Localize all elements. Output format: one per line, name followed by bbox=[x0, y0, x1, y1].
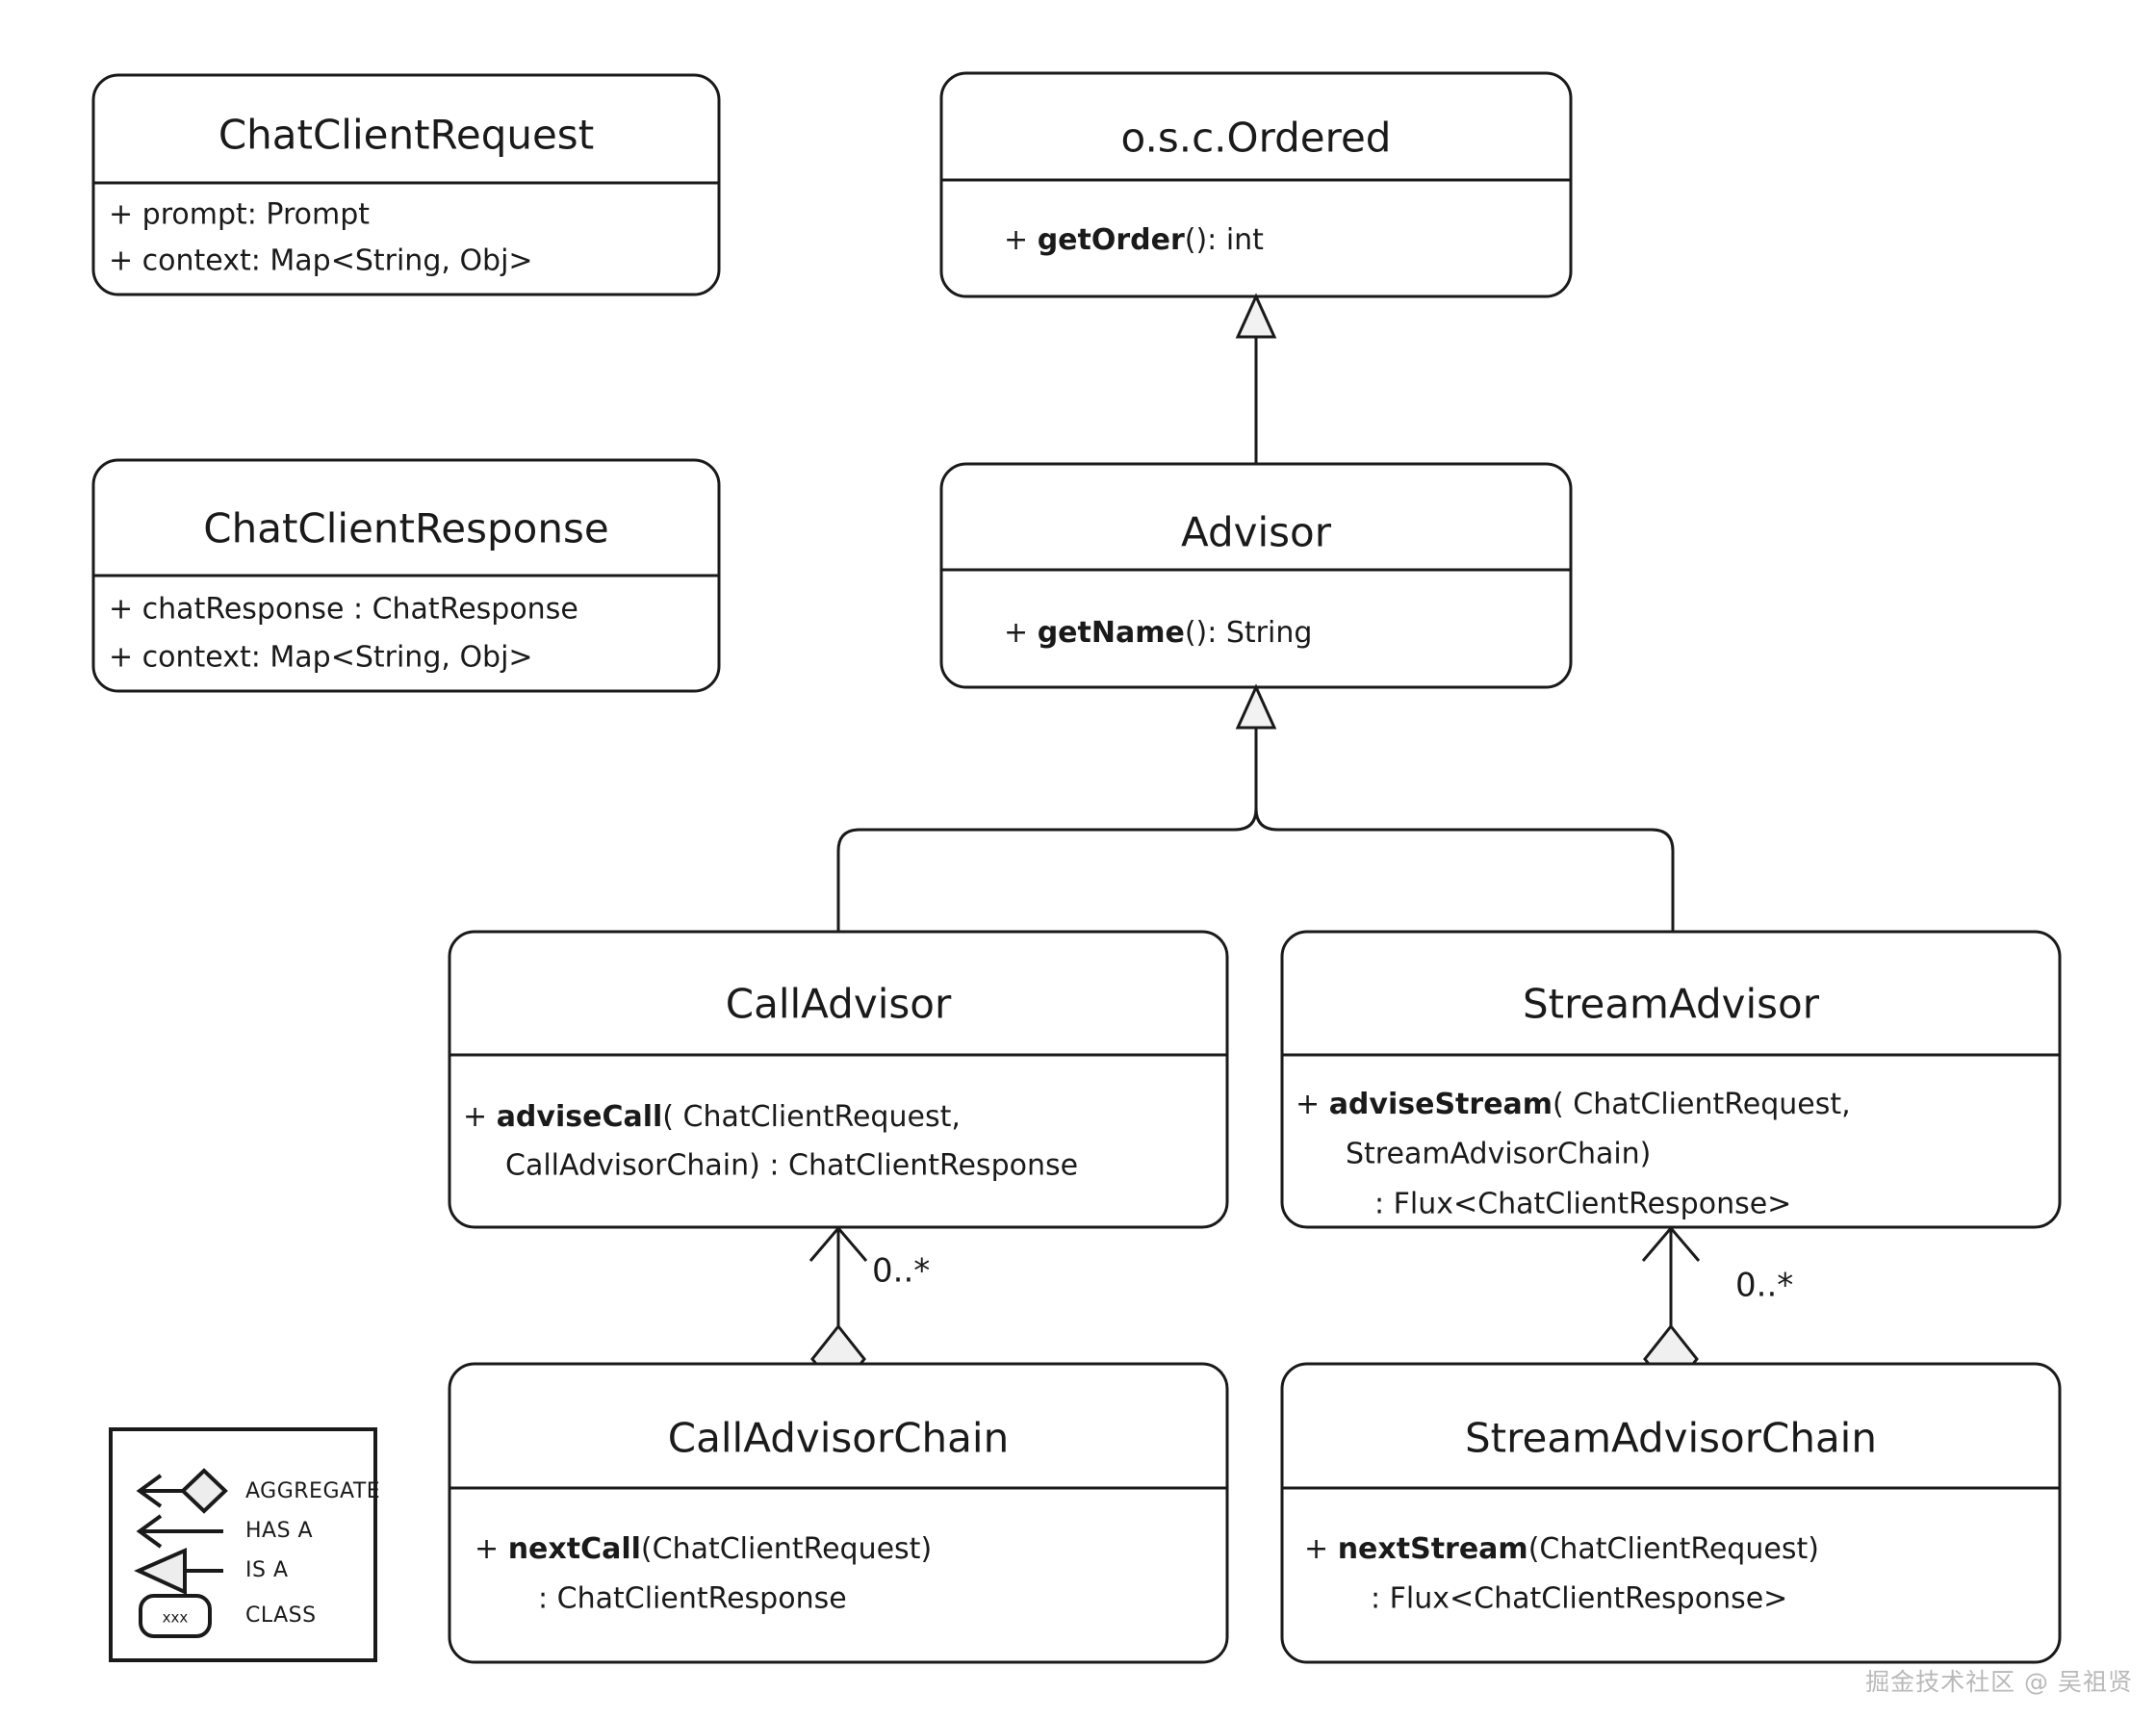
legend: AGGREGATE HAS A IS A xxx CLASS bbox=[109, 1427, 380, 1662]
multiplicity-label: 0..* bbox=[872, 1252, 930, 1291]
class-box-icon bbox=[139, 1594, 212, 1638]
legend-label: AGGREGATE bbox=[245, 1479, 380, 1503]
method-signature: (): String bbox=[1185, 616, 1313, 650]
method-signature: ( ChatClientRequest, bbox=[662, 1100, 961, 1134]
class-box-outline bbox=[939, 71, 1573, 298]
method-signature: (ChatClientRequest) bbox=[641, 1532, 932, 1566]
class-box-outline bbox=[1280, 1362, 2062, 1664]
class-method-continuation: CallAdvisorChain) : ChatClientResponse bbox=[505, 1149, 1078, 1183]
class-title: CallAdvisor bbox=[726, 981, 952, 1028]
is-a-triangle-arrow-icon bbox=[1235, 683, 1277, 730]
class-title: ChatClientResponse bbox=[203, 505, 608, 552]
class-node-stream-advisor[interactable]: StreamAdvisor + adviseStream( ChatClient… bbox=[1280, 930, 2062, 1229]
class-title: StreamAdvisorChain bbox=[1465, 1415, 1877, 1462]
class-method: + adviseCall( ChatClientRequest, bbox=[463, 1100, 961, 1134]
relationship-advisors-extend-advisor bbox=[836, 683, 1675, 932]
has-a-arrow-icon bbox=[808, 1225, 868, 1262]
class-node-stream-advisor-chain[interactable]: StreamAdvisorChain + nextStream(ChatClie… bbox=[1280, 1362, 2062, 1664]
class-box-sample-text: xxx bbox=[163, 1609, 189, 1627]
class-node-call-advisor-chain[interactable]: CallAdvisorChain + nextCall(ChatClientRe… bbox=[448, 1362, 1229, 1664]
class-method-continuation: : Flux<ChatClientResponse> bbox=[1374, 1188, 1791, 1221]
legend-item-aggregate: AGGREGATE bbox=[136, 1468, 380, 1514]
method-signature: ( ChatClientRequest, bbox=[1553, 1088, 1851, 1121]
class-method: + adviseStream( ChatClientRequest, bbox=[1296, 1088, 1851, 1121]
legend-label: CLASS bbox=[245, 1604, 317, 1628]
class-method: + getOrder(): int bbox=[1004, 223, 1264, 257]
class-box-outline bbox=[448, 1362, 1229, 1664]
relationship-advisor-extends-ordered bbox=[1235, 293, 1277, 464]
legend-item-has-a: HAS A bbox=[136, 1514, 313, 1549]
class-method: + getName(): String bbox=[1004, 616, 1312, 650]
class-box-outline bbox=[939, 462, 1573, 689]
method-name: getOrder bbox=[1038, 223, 1185, 257]
watermark: 掘金技术社区 @ 吴祖贤 bbox=[1865, 1668, 2133, 1696]
class-node-chat-client-response[interactable]: ChatClientResponse + chatResponse : Chat… bbox=[91, 458, 721, 693]
class-method-continuation: : Flux<ChatClientResponse> bbox=[1371, 1582, 1787, 1616]
class-method: + nextCall(ChatClientRequest) bbox=[475, 1532, 932, 1566]
class-box-outline bbox=[1280, 930, 2062, 1229]
method-signature: (): int bbox=[1185, 223, 1264, 257]
legend-item-class: xxx CLASS bbox=[139, 1594, 317, 1638]
method-name: adviseStream bbox=[1329, 1088, 1553, 1121]
method-signature: (ChatClientRequest) bbox=[1528, 1532, 1819, 1566]
aggregate-diamond-icon bbox=[180, 1468, 228, 1514]
has-a-arrow-icon bbox=[1641, 1225, 1701, 1262]
method-visibility: + bbox=[1004, 616, 1038, 650]
class-node-ordered[interactable]: o.s.c.Ordered + getOrder(): int bbox=[939, 71, 1573, 298]
is-a-triangle-arrow-icon bbox=[1235, 293, 1277, 339]
class-title: o.s.c.Ordered bbox=[1121, 115, 1392, 162]
method-name: nextStream bbox=[1338, 1532, 1528, 1566]
multiplicity-label: 0..* bbox=[1735, 1267, 1793, 1305]
class-box-outline bbox=[448, 930, 1229, 1229]
class-member: + context: Map<String, Obj> bbox=[109, 641, 533, 675]
class-method: + nextStream(ChatClientRequest) bbox=[1304, 1532, 1819, 1566]
method-name: getName bbox=[1038, 616, 1185, 650]
legend-label: IS A bbox=[245, 1558, 289, 1582]
class-member: + chatResponse : ChatResponse bbox=[109, 593, 578, 627]
method-visibility: + bbox=[475, 1532, 508, 1566]
fork-branch-right bbox=[1254, 728, 1675, 932]
class-title: Advisor bbox=[1181, 509, 1332, 556]
method-visibility: + bbox=[1004, 223, 1038, 257]
class-node-chat-client-request[interactable]: ChatClientRequest + prompt: Prompt + con… bbox=[91, 73, 721, 296]
legend-label: HAS A bbox=[245, 1519, 313, 1543]
class-member: + context: Map<String, Obj> bbox=[109, 244, 533, 278]
method-visibility: + bbox=[1296, 1088, 1329, 1121]
class-title: ChatClientRequest bbox=[218, 112, 594, 159]
class-member: + prompt: Prompt bbox=[109, 198, 370, 232]
legend-item-is-a: IS A bbox=[134, 1547, 289, 1596]
class-node-advisor[interactable]: Advisor + getName(): String bbox=[939, 462, 1573, 689]
class-method-continuation: StreamAdvisorChain) bbox=[1346, 1138, 1651, 1171]
method-name: adviseCall bbox=[497, 1100, 663, 1134]
class-title: CallAdvisorChain bbox=[668, 1415, 1009, 1462]
class-method-continuation: : ChatClientResponse bbox=[538, 1582, 847, 1616]
method-visibility: + bbox=[1304, 1532, 1338, 1566]
method-name: nextCall bbox=[508, 1532, 641, 1566]
class-box-outline bbox=[91, 73, 721, 296]
class-title: StreamAdvisor bbox=[1523, 981, 1820, 1028]
method-visibility: + bbox=[463, 1100, 497, 1134]
class-node-call-advisor[interactable]: CallAdvisor + adviseCall( ChatClientRequ… bbox=[448, 930, 1229, 1229]
fork-branch-left bbox=[836, 728, 1258, 932]
